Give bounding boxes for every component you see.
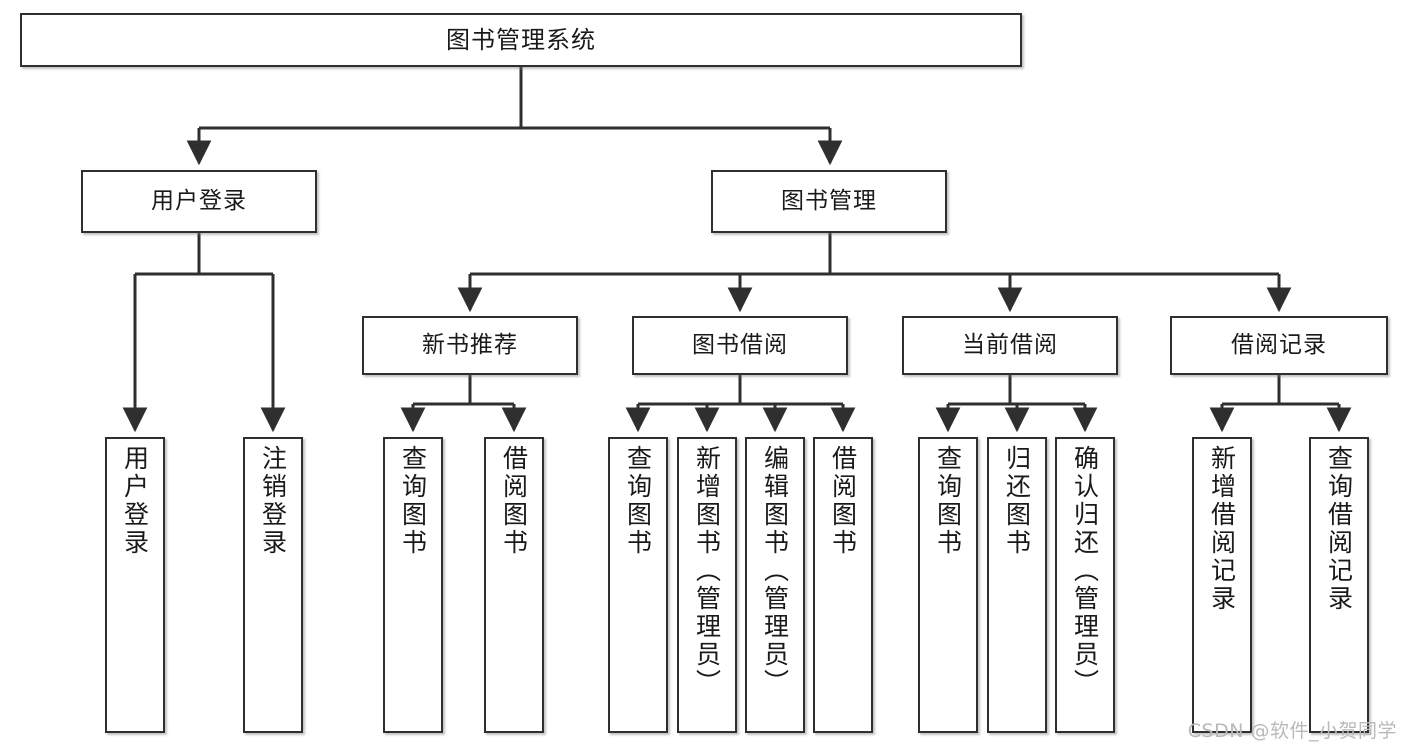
node-leaf-borrow-book-2-label: 借阅图书 (828, 445, 858, 557)
node-leaf-query-record-label: 查询借阅记录 (1324, 445, 1354, 613)
node-leaf-logout-label: 注销登录 (258, 445, 288, 557)
node-leaf-query-book-2[interactable]: 查询图书 (608, 437, 668, 733)
node-leaf-add-book[interactable]: 新增图书（管理员） (677, 437, 737, 733)
node-leaf-edit-book-label: 编辑图书（管理员） (760, 445, 790, 697)
node-leaf-query-book-3[interactable]: 查询图书 (918, 437, 978, 733)
node-leaf-query-book-2-label: 查询图书 (623, 445, 653, 557)
node-leaf-user-login-label: 用户登录 (120, 445, 150, 557)
node-leaf-add-record[interactable]: 新增借阅记录 (1192, 437, 1252, 733)
node-book-manage[interactable]: 图书管理 (711, 170, 947, 233)
node-leaf-logout[interactable]: 注销登录 (243, 437, 303, 733)
node-root[interactable]: 图书管理系统 (20, 13, 1022, 67)
node-leaf-edit-book[interactable]: 编辑图书（管理员） (745, 437, 805, 733)
node-leaf-confirm-return[interactable]: 确认归还（管理员） (1055, 437, 1115, 733)
node-book-manage-label: 图书管理 (781, 188, 877, 215)
node-leaf-borrow-book-1[interactable]: 借阅图书 (484, 437, 544, 733)
node-borrow-record-label: 借阅记录 (1231, 332, 1327, 359)
node-new-book-rec[interactable]: 新书推荐 (362, 316, 578, 375)
node-leaf-query-book-1-label: 查询图书 (398, 445, 428, 557)
node-leaf-borrow-book-1-label: 借阅图书 (499, 445, 529, 557)
node-user-login[interactable]: 用户登录 (81, 170, 317, 233)
node-leaf-add-record-label: 新增借阅记录 (1207, 445, 1237, 613)
node-book-borrow-label: 图书借阅 (692, 332, 788, 359)
node-new-book-rec-label: 新书推荐 (422, 332, 518, 359)
node-current-borrow[interactable]: 当前借阅 (902, 316, 1118, 375)
node-borrow-record[interactable]: 借阅记录 (1170, 316, 1388, 375)
node-leaf-query-record[interactable]: 查询借阅记录 (1309, 437, 1369, 733)
node-leaf-query-book-1[interactable]: 查询图书 (383, 437, 443, 733)
node-leaf-return-book-label: 归还图书 (1002, 445, 1032, 557)
node-leaf-confirm-return-label: 确认归还（管理员） (1070, 445, 1100, 697)
csdn-watermark: CSDN @软件_小贺同学 (1187, 720, 1397, 742)
node-book-borrow[interactable]: 图书借阅 (632, 316, 848, 375)
node-leaf-return-book[interactable]: 归还图书 (987, 437, 1047, 733)
node-leaf-query-book-3-label: 查询图书 (933, 445, 963, 557)
node-leaf-borrow-book-2[interactable]: 借阅图书 (813, 437, 873, 733)
node-leaf-user-login[interactable]: 用户登录 (105, 437, 165, 733)
node-user-login-label: 用户登录 (151, 188, 247, 215)
node-leaf-add-book-label: 新增图书（管理员） (692, 445, 722, 697)
node-current-borrow-label: 当前借阅 (962, 332, 1058, 359)
node-root-label: 图书管理系统 (446, 26, 596, 54)
